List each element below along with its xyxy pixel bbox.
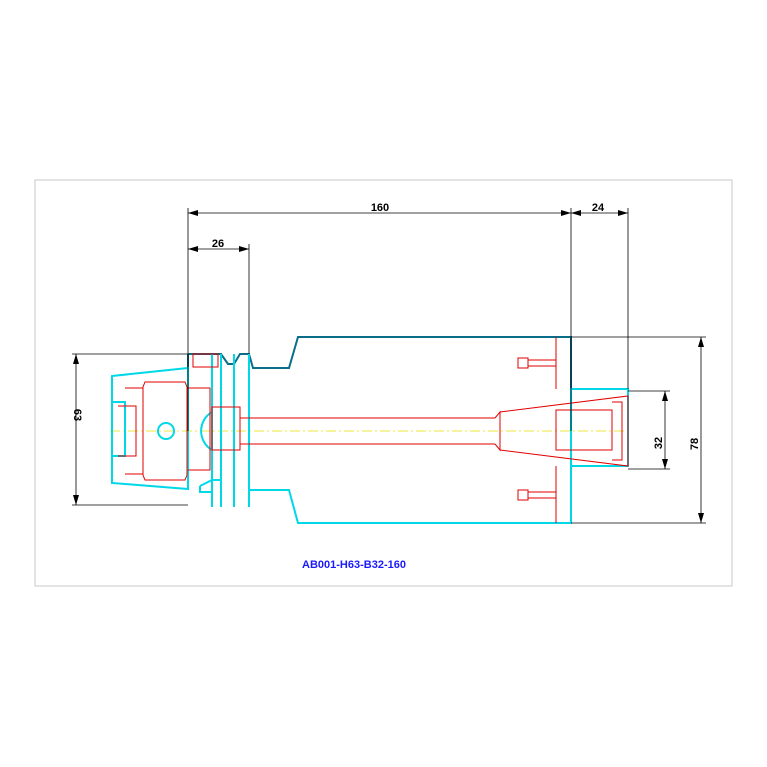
- holder-body: [187, 336, 572, 431]
- dim-overall-length: 160: [371, 202, 389, 214]
- drawing-frame: [34, 179, 733, 587]
- dimension-lines: [72, 208, 706, 524]
- dim-flange-length: 26: [212, 238, 224, 250]
- dim-extension: 24: [592, 202, 605, 214]
- part-number-label: AB001-H63-B32-160: [302, 559, 406, 571]
- internal-details: [118, 337, 629, 523]
- dim-bore: 32: [653, 437, 665, 449]
- dim-right-diameter: 78: [689, 438, 701, 450]
- dim-left-diameter: 63: [71, 409, 83, 421]
